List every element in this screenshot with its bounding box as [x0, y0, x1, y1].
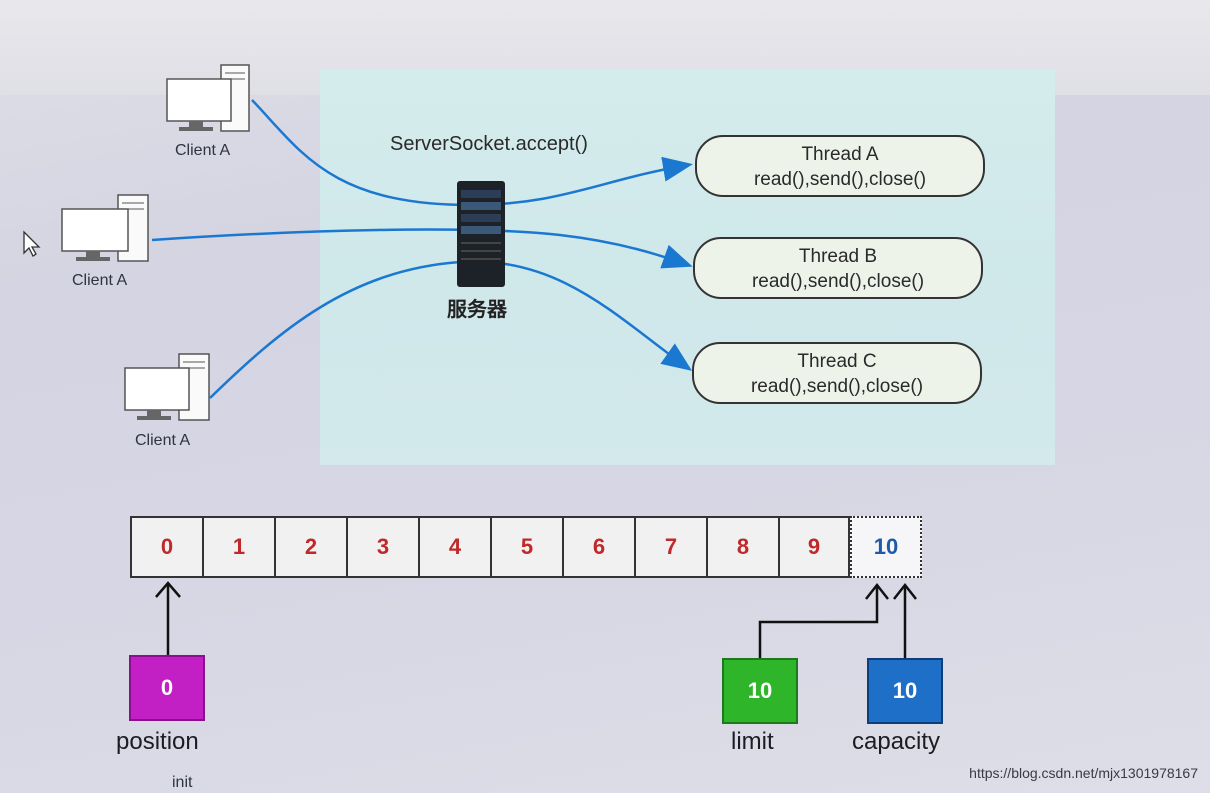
client-label-2: Client A [72, 272, 128, 289]
server-label: 服务器 [447, 299, 507, 321]
buffer-cell: 5 [490, 516, 562, 578]
buffer-cell: 1 [202, 516, 274, 578]
arrow-client2-thread-b [151, 228, 693, 269]
position-label: position [116, 728, 199, 755]
computer-icon [61, 194, 149, 262]
limit-box: 10 [722, 658, 798, 724]
buffer-array: 0 1 2 3 4 5 6 7 8 9 10 [130, 516, 922, 578]
computer-icon [124, 353, 210, 421]
computer-icon [166, 64, 250, 132]
buffer-cell: 4 [418, 516, 490, 578]
client-label-3: Client A [135, 432, 191, 449]
capacity-label: capacity [852, 728, 941, 755]
thread-b-box: Thread B read(),send(),close() [693, 237, 983, 299]
thread-ops: read(),send(),close() [750, 376, 924, 397]
thread-name: Thread B [798, 246, 878, 267]
thread-name: Thread A [801, 144, 879, 165]
position-box: 0 [129, 655, 205, 721]
mouse-cursor-icon [23, 230, 41, 257]
buffer-cell: 9 [778, 516, 850, 578]
buffer-cell: 8 [706, 516, 778, 578]
thread-a-box: Thread A read(),send(),close() [695, 135, 985, 197]
arrow-client3-thread-c [209, 260, 693, 399]
init-note: init [172, 774, 193, 791]
buffer-cell: 6 [562, 516, 634, 578]
buffer-cell: 0 [130, 516, 202, 578]
limit-label: limit [731, 728, 774, 755]
thread-c-box: Thread C read(),send(),close() [692, 342, 982, 404]
thread-ops: read(),send(),close() [753, 169, 927, 190]
buffer-cell: 7 [634, 516, 706, 578]
buffer-cell-capacity: 10 [850, 516, 922, 578]
buffer-cell: 2 [274, 516, 346, 578]
thread-name: Thread C [797, 351, 877, 372]
limit-arrow [758, 586, 879, 658]
watermark: https://blog.csdn.net/mjx1301978167 [969, 765, 1198, 781]
client-label-1: Client A [175, 142, 231, 159]
buffer-cell: 3 [346, 516, 418, 578]
capacity-box: 10 [867, 658, 943, 724]
server-icon [457, 181, 505, 287]
accept-label: ServerSocket.accept() [390, 133, 588, 155]
thread-ops: read(),send(),close() [751, 271, 925, 292]
